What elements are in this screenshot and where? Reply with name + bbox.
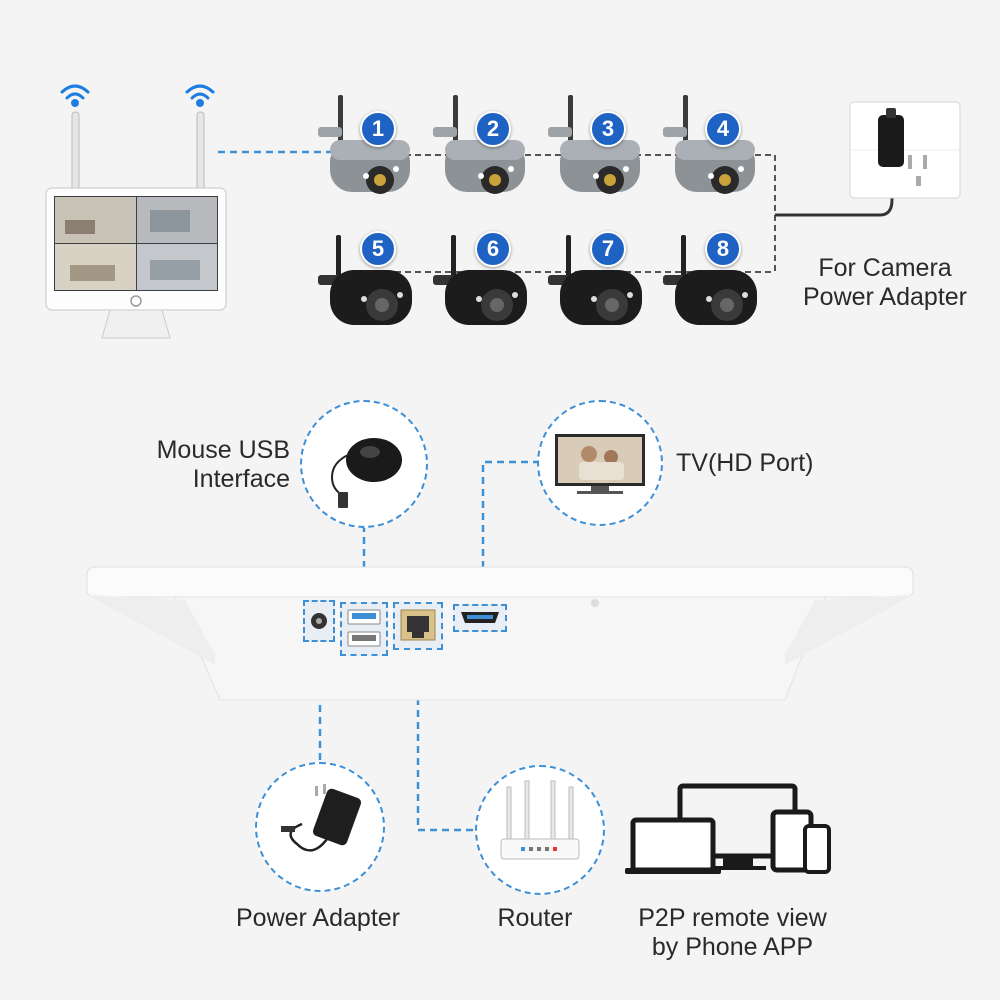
camera-number-3: 3	[590, 111, 626, 147]
dc-power-port[interactable]	[303, 600, 335, 642]
p2p-label-line1: P2P remote view	[638, 904, 827, 932]
camera-number-7: 7	[590, 231, 626, 267]
monitor-icon	[45, 84, 227, 339]
usb-ports[interactable]	[340, 602, 388, 656]
wifi-icon	[60, 84, 215, 107]
tv-icon	[555, 434, 645, 494]
router-icon	[500, 780, 580, 860]
power-adapter-icon	[281, 784, 362, 852]
lan-port[interactable]	[393, 602, 443, 650]
mouse-circle	[300, 400, 428, 528]
camera-number-5: 5	[360, 231, 396, 267]
wall-outlet-icon	[848, 100, 963, 200]
p2p-label-line2: by Phone APP	[651, 933, 814, 961]
camera-number-8: 8	[705, 231, 741, 267]
nvr-back-panel	[85, 565, 915, 705]
devices-icon	[625, 778, 840, 878]
tv-hd-label: TV(HD Port)	[676, 449, 814, 477]
camera-number-4: 4	[705, 111, 741, 147]
camera-grid: 1 2 3 4 5 6 7 8	[300, 85, 780, 345]
nvr-monitor-group	[40, 70, 240, 350]
hdmi-port[interactable]	[453, 604, 507, 632]
mouse-usb-label-line1: Mouse USB	[156, 436, 290, 464]
mouse-icon	[330, 438, 402, 508]
power-adapter-circle	[255, 762, 385, 892]
router-label: Router	[497, 904, 573, 932]
power-adapter-label: Power Adapter	[236, 904, 400, 932]
camera-number-1: 1	[360, 111, 396, 147]
mouse-usb-label-line2: Interface	[192, 465, 290, 493]
camera-number-2: 2	[475, 111, 511, 147]
camera-power-label-line1: For Camera	[818, 254, 952, 282]
camera-number-6: 6	[475, 231, 511, 267]
tv-circle	[537, 400, 663, 526]
router-circle	[475, 765, 605, 895]
camera-power-label-line2: Power Adapter	[803, 283, 967, 311]
